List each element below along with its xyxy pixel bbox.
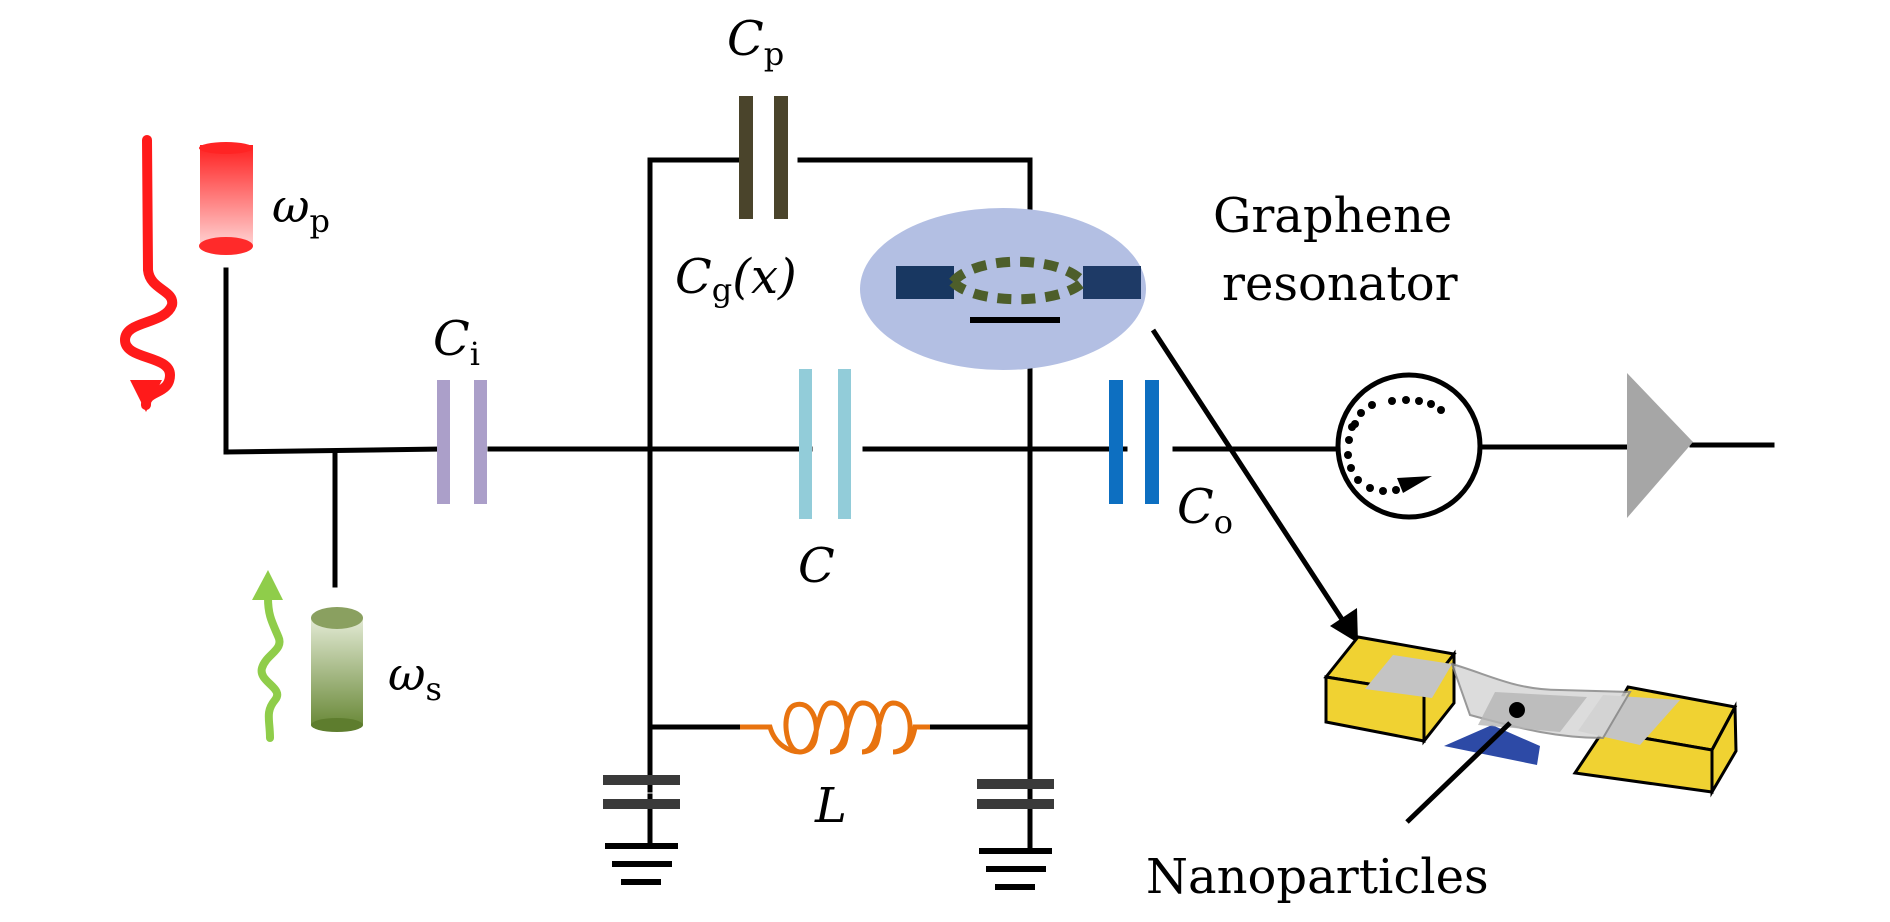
inductor-l xyxy=(740,700,930,755)
zoom-pointer-arrow xyxy=(1150,328,1358,643)
graphene-resonator-symbol xyxy=(860,208,1146,370)
label-c: C xyxy=(798,538,835,594)
label-nanoparticles: Nanoparticles xyxy=(1146,849,1489,905)
pump-wave-arrow xyxy=(119,135,178,412)
signal-wave-arrow xyxy=(252,570,284,742)
label-omega-s: ωs xyxy=(388,647,442,708)
capacitor-c xyxy=(799,369,851,519)
label-graphene-resonator: Graphene resonator xyxy=(1213,188,1458,312)
capacitor-cp xyxy=(739,96,788,219)
ground-right-icon xyxy=(977,779,1054,890)
amplifier-icon xyxy=(1627,373,1693,518)
label-l: L xyxy=(814,778,847,834)
label-c-g-x: Cg(x) xyxy=(675,249,797,309)
label-c-p: Cp xyxy=(727,11,784,73)
label-c-o: Co xyxy=(1177,479,1233,541)
label-omega-p: ωp xyxy=(272,179,330,240)
ground-left-icon xyxy=(603,775,680,885)
capacitor-ci xyxy=(437,380,487,504)
label-c-i: Ci xyxy=(433,311,480,373)
circulator-icon xyxy=(1335,372,1483,520)
capacitor-co xyxy=(1109,380,1159,504)
graphene-device-illustration xyxy=(1323,635,1738,824)
signal-source-cylinder xyxy=(311,607,363,732)
pump-source-cylinder xyxy=(199,142,253,255)
